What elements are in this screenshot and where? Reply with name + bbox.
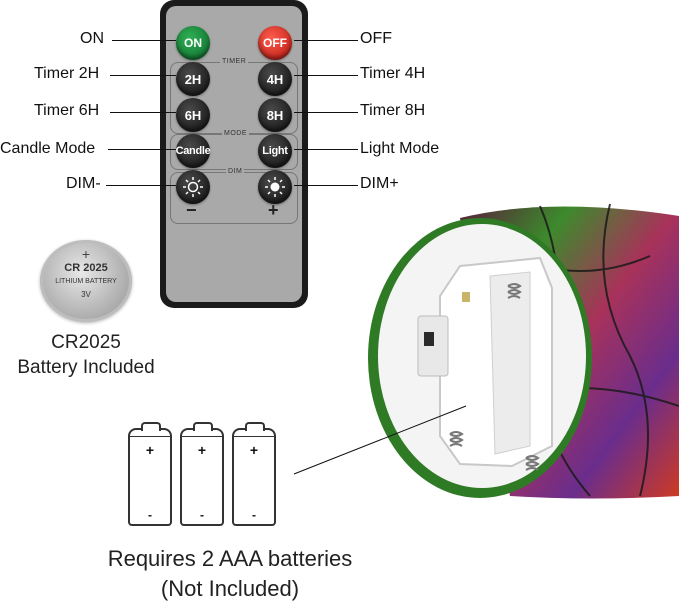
coin-battery-caption: CR2025 Battery Included xyxy=(0,330,172,380)
coin-caption-line2: Battery Included xyxy=(17,357,155,378)
label-timer-8h: Timer 8H xyxy=(360,102,426,119)
aaa-plus-sign: + xyxy=(197,442,207,458)
dim-plus-key xyxy=(258,170,292,204)
aaa-battery-2: + - xyxy=(180,422,224,526)
on-key: ON xyxy=(176,26,210,60)
leader-line-timer-2h xyxy=(110,75,176,76)
aaa-battery-band xyxy=(234,436,274,437)
label-on: ON xyxy=(80,30,104,47)
aaa-battery-band xyxy=(130,436,170,437)
mode-group-label: MODE xyxy=(222,130,249,137)
leader-line-off xyxy=(294,40,358,41)
candle-mode-key: Candle xyxy=(176,134,211,168)
remote-control: ON OFF TIMER 2H 4H 6H 8H MODE Candle Lig… xyxy=(160,0,308,308)
remote-face: ON OFF TIMER 2H 4H 6H 8H MODE Candle Lig… xyxy=(166,6,302,302)
plus-sign: + xyxy=(268,200,279,220)
aaa-plus-sign: + xyxy=(249,442,259,458)
off-key: OFF xyxy=(258,26,292,60)
minus-sign: − xyxy=(186,200,197,220)
leader-line-dim-minus xyxy=(106,185,176,186)
aaa-caption-line2: (Not Included) xyxy=(160,576,300,601)
aaa-minus-sign: - xyxy=(252,508,256,522)
label-timer-6h: Timer 6H xyxy=(34,102,100,119)
aaa-battery-cap xyxy=(141,422,161,431)
dim-minus-key xyxy=(176,170,210,204)
candle-base-illustration xyxy=(293,203,679,499)
coin-voltage-text: 3V xyxy=(81,290,91,299)
label-off: OFF xyxy=(360,30,392,47)
aaa-battery-3: + - xyxy=(232,422,276,526)
light-mode-key: Light xyxy=(258,134,292,168)
label-timer-2h: Timer 2H xyxy=(34,65,100,82)
aaa-minus-sign: - xyxy=(148,508,152,522)
label-light-mode: Light Mode xyxy=(360,140,440,157)
aaa-battery-cap xyxy=(245,422,265,431)
label-timer-4h: Timer 4H xyxy=(360,65,426,82)
leader-line-timer-6h xyxy=(110,112,176,113)
dim-group-label: DIM xyxy=(226,168,245,175)
coin-caption-line1: CR2025 xyxy=(51,332,121,353)
coin-model-text: CR 2025 xyxy=(64,262,108,274)
leader-line-on xyxy=(112,40,176,41)
aaa-battery-cap xyxy=(193,422,213,431)
label-dim-minus: DIM- xyxy=(66,175,101,192)
aaa-minus-sign: - xyxy=(200,508,204,522)
leader-line-light-mode xyxy=(294,149,358,150)
sun-bright-icon xyxy=(265,177,285,197)
timer-group-label: TIMER xyxy=(220,58,249,65)
coin-brand-text: LITHIUM BATTERY xyxy=(55,278,117,285)
aaa-caption-line1: Requires 2 AAA batteries xyxy=(107,546,353,571)
contact-terminal xyxy=(462,292,470,302)
leader-line-candle-mode xyxy=(108,149,176,150)
label-dim-plus: DIM+ xyxy=(360,175,399,192)
battery-slot xyxy=(489,271,531,455)
pointer-line xyxy=(293,405,467,475)
spring-contacts xyxy=(449,283,540,471)
leader-line-dim-plus xyxy=(294,185,358,186)
timer-6h-key: 6H xyxy=(176,98,210,132)
timer-8h-key: 8H xyxy=(258,98,292,132)
timer-4h-key: 4H xyxy=(258,62,292,96)
power-switch xyxy=(424,332,434,346)
coin-battery: + CR 2025 LITHIUM BATTERY 3V xyxy=(40,240,132,322)
label-candle-mode: Candle Mode xyxy=(0,140,96,157)
leader-line-timer-8h xyxy=(294,112,358,113)
timer-2h-key: 2H xyxy=(176,62,210,96)
sun-dim-icon xyxy=(183,177,203,197)
aaa-plus-sign: + xyxy=(145,442,155,458)
leader-line-timer-4h xyxy=(294,75,358,76)
aaa-battery-band xyxy=(182,436,222,437)
aaa-requirement-caption: Requires 2 AAA batteries (Not Included) xyxy=(40,544,420,604)
coin-plus-sign: + xyxy=(81,246,91,262)
aaa-battery-1: + - xyxy=(128,422,172,526)
